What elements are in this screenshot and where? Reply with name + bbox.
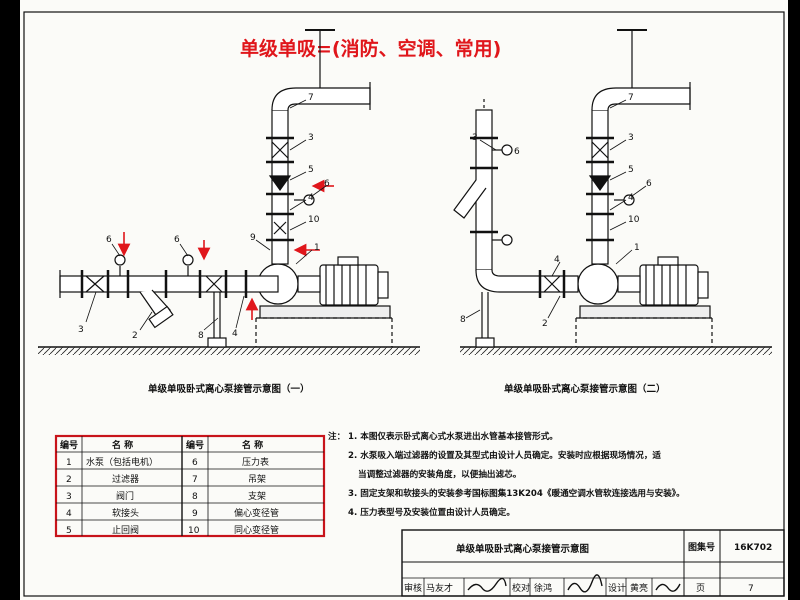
right-label-1: 1	[634, 243, 640, 253]
left-label-3: 3	[308, 133, 314, 143]
red-title: 单级单吸=(消防、空调、常用)	[240, 37, 501, 60]
left-label-10: 10	[308, 215, 320, 225]
legend-row-2-no-b: 7	[192, 475, 198, 485]
left-label-7: 7	[308, 93, 314, 103]
legend-row-3-no-b: 8	[192, 492, 198, 502]
title-block: 单级单吸卧式离心泵接管示意图 图集号 16K702 审核 马友才 校对 徐鸿 设…	[401, 529, 785, 597]
right-label-3-discharge: 3	[628, 133, 634, 143]
left-pump-diagram	[38, 29, 420, 355]
legend-row-2-no-a: 2	[66, 475, 72, 485]
right-leaders	[465, 99, 647, 319]
left-diagram-caption: 单级单吸卧式离心泵接管示意图（一）	[148, 383, 310, 395]
left-leaders	[85, 99, 327, 331]
legend-row-4-name-b: 偏心变径管	[234, 507, 279, 519]
drawing-canvas: 单级单吸=(消防、空调、常用)	[23, 11, 785, 597]
legend-row-3-no-a: 3	[66, 492, 72, 502]
left-label-1: 1	[314, 243, 320, 253]
legend-row-1-name-b: 压力表	[242, 456, 269, 468]
left-label-6-a: 6	[106, 235, 112, 245]
right-label-4-discharge: 4	[628, 193, 634, 203]
left-label-6-discharge: 6	[324, 179, 330, 189]
right-label-10: 10	[628, 215, 640, 225]
note-3: 3. 固定支架和软接头的安装参考国标图集13K204《暖通空调水管软连接选用与安…	[348, 487, 685, 499]
legend-table: 编号 名 称 编号 名 称 1 水泵（包括电机） 6 压力表 2 过滤器 7 吊…	[54, 434, 326, 538]
right-label-6-discharge: 6	[646, 179, 652, 189]
legend-header-name-2: 名 称	[242, 439, 263, 451]
left-label-4-discharge: 4	[308, 193, 314, 203]
legend-row-5-no-a: 5	[66, 526, 72, 536]
left-label-4-suction: 4	[232, 329, 238, 339]
legend-row-1-name-a: 水泵（包括电机）	[86, 456, 158, 468]
legend-row-4-name-a: 软接头	[112, 507, 139, 519]
right-label-8: 8	[460, 315, 466, 325]
right-diagram-caption: 单级单吸卧式离心泵接管示意图（二）	[504, 383, 666, 395]
left-label-2: 2	[132, 331, 138, 341]
title-block-review-name: 马友才	[426, 582, 453, 594]
title-block-page-label: 页	[696, 583, 705, 594]
drawing-sheet: 单级单吸=(消防、空调、常用)	[20, 0, 788, 600]
legend-row-3-name-b: 支架	[248, 490, 266, 502]
legend-header-no-2: 编号	[186, 439, 204, 451]
legend-row-1-no-b: 6	[192, 458, 198, 468]
notes-block: 注： 1. 本图仅表示卧式离心式水泵进出水管基本接管形式。 2. 水泵吸入端过滤…	[328, 430, 685, 518]
left-label-8: 8	[198, 331, 204, 341]
checker-signature	[567, 574, 603, 593]
title-block-design-label: 设计	[608, 582, 626, 594]
right-label-2: 2	[542, 319, 548, 329]
title-block-design-name: 黄亮	[630, 582, 648, 594]
note-2-cont: 当调整过滤器的安装角度，以便抽出滤芯。	[358, 468, 521, 480]
legend-row-5-no-b: 10	[188, 526, 200, 536]
legend-header-name-1: 名 称	[112, 439, 133, 451]
left-label-5: 5	[308, 165, 314, 175]
right-label-4-suction: 4	[554, 255, 560, 265]
title-block-drawing-title: 单级单吸卧式离心泵接管示意图	[456, 543, 589, 555]
notes-prefix: 注：	[328, 430, 345, 442]
right-pump-diagram	[453, 29, 772, 355]
title-block-atlas-no: 16K702	[734, 543, 772, 553]
legend-row-1-no-a: 1	[66, 458, 72, 468]
designer-signature	[655, 583, 681, 592]
title-block-review-label: 审核	[404, 582, 422, 594]
legend-row-4-no-b: 9	[192, 509, 198, 519]
note-2: 2. 水泵吸入端过滤器的设置及其型式由设计人员确定。安装时应根据现场情况，适	[348, 449, 661, 461]
left-label-9: 9	[250, 233, 256, 243]
legend-header-no-1: 编号	[60, 439, 78, 451]
legend-row-2-name-a: 过滤器	[112, 473, 139, 485]
legend-row-4-no-a: 4	[66, 509, 72, 519]
legend-row-5-name-b: 同心变径管	[234, 524, 279, 536]
left-label-6-b: 6	[174, 235, 180, 245]
right-label-7: 7	[628, 93, 634, 103]
title-block-check-name: 徐鸿	[534, 582, 552, 594]
legend-row-5-name-a: 止回阀	[112, 524, 139, 536]
legend-row-3-name-a: 阀门	[116, 490, 134, 502]
reviewer-signature	[467, 577, 507, 592]
right-label-5: 5	[628, 165, 634, 175]
title-block-check-label: 校对	[512, 582, 530, 594]
title-block-page-no: 7	[748, 584, 754, 594]
right-label-3-suction: 3	[472, 133, 478, 143]
legend-row-2-name-b: 吊架	[248, 474, 266, 485]
note-1: 1. 本图仅表示卧式离心式水泵进出水管基本接管形式。	[348, 430, 558, 442]
note-4: 4. 压力表型号及安装位置由设计人员确定。	[348, 506, 515, 518]
title-block-atlas-label: 图集号	[688, 541, 715, 553]
right-label-6-suction: 6	[514, 147, 520, 157]
left-label-3-suction: 3	[78, 325, 84, 335]
